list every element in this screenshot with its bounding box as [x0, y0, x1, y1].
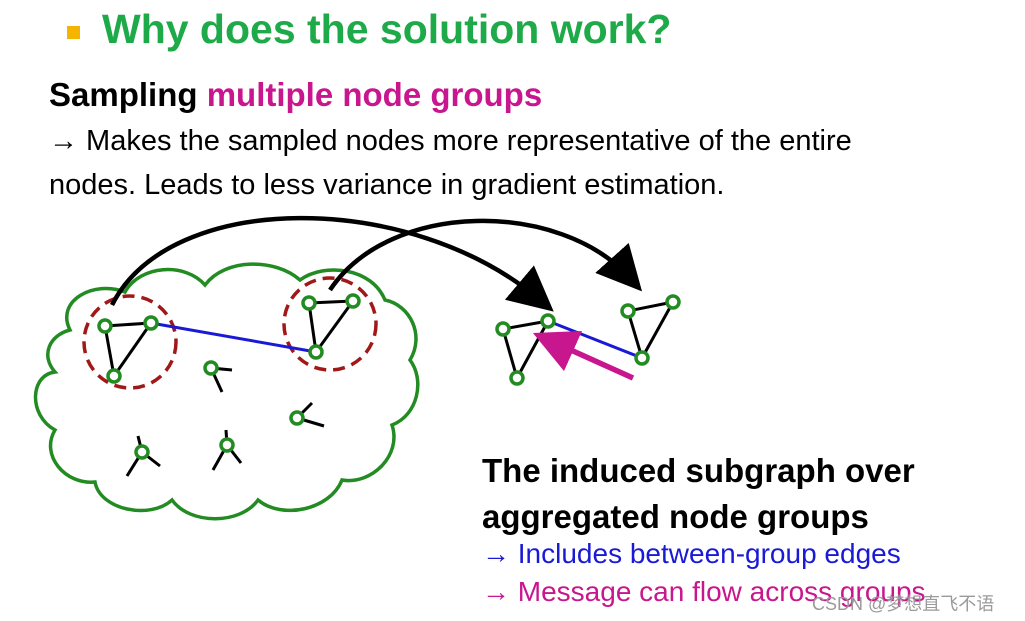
- body-text: → Makes the sampled nodes more represent…: [49, 119, 852, 207]
- graph-node: [219, 437, 235, 453]
- bullet-between-group-edges: → Includes between-group edges: [482, 538, 901, 569]
- subgraph-edges: [501, 300, 675, 379]
- graph-node: [345, 293, 361, 309]
- node-group-circle-left: [82, 294, 178, 390]
- message-flow-arrow: [532, 330, 635, 381]
- subgraph-heading: The induced subgraph over aggregated nod…: [482, 448, 915, 540]
- node-group-circle-right: [282, 276, 378, 372]
- between-group-edge: [150, 321, 317, 354]
- graph-node: [289, 410, 305, 426]
- subgraph-between-group-edge: [547, 319, 643, 360]
- subgraph-heading-line-1: The induced subgraph over: [482, 452, 915, 489]
- graph-node: [665, 294, 681, 310]
- graph-node: [106, 368, 122, 384]
- subgraph-heading-line-2: aggregated node groups: [482, 498, 869, 535]
- title-bullet: [67, 26, 80, 39]
- bullet-message-flow: → Message can flow across groups: [482, 576, 926, 607]
- heading-highlight: multiple node groups: [206, 76, 543, 113]
- graph-node: [203, 360, 219, 376]
- graph-node: [620, 303, 636, 319]
- body-line-2: nodes. Leads to less variance in gradien…: [49, 169, 725, 201]
- arrow-left-group-to-subgraph: [109, 215, 554, 312]
- graph-node: [143, 315, 159, 331]
- graph-node: [301, 295, 317, 311]
- graph-node: [540, 313, 556, 329]
- graph-node: [495, 321, 511, 337]
- heading-prefix: Sampling: [49, 76, 207, 113]
- graph-node: [634, 350, 650, 366]
- arrow-right-group-to-subgraph: [328, 218, 643, 292]
- left-group-edges: [103, 321, 153, 377]
- graph-node: [308, 344, 324, 360]
- graph-cloud: [33, 262, 420, 521]
- subgraph-nodes: [495, 294, 681, 386]
- cloud-nodes: [97, 293, 361, 460]
- graph-node: [134, 444, 150, 460]
- watermark: CSDN @梦想直飞不语: [812, 594, 995, 614]
- slide-title: Why does the solution work?: [102, 6, 672, 52]
- section-heading: Sampling multiple node groups: [49, 76, 542, 114]
- graph-node: [97, 318, 113, 334]
- graph-node: [509, 370, 525, 386]
- body-line-1: → Makes the sampled nodes more represent…: [49, 125, 852, 157]
